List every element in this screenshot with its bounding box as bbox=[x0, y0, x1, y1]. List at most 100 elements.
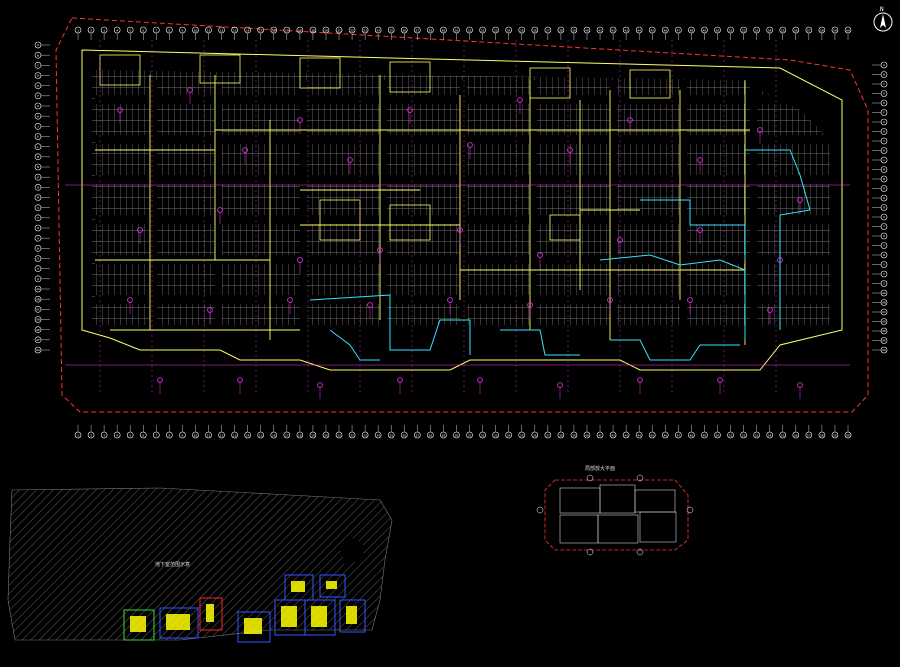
axis-bubble-label: 35 bbox=[520, 29, 524, 33]
north-arrow-icon: N bbox=[873, 6, 893, 32]
wall-lines bbox=[95, 54, 750, 345]
axis-bubble-label: 58 bbox=[820, 29, 824, 33]
axis-bubble-label: 27 bbox=[416, 29, 420, 33]
axis-bubble-label: U bbox=[37, 226, 39, 230]
dimension-lines bbox=[65, 40, 850, 399]
axis-bubble-label: 42 bbox=[611, 29, 615, 33]
axis-bubble-label: 20 bbox=[324, 434, 328, 438]
axis-bubble-label: N bbox=[37, 165, 39, 169]
drive-aisle-vertical bbox=[610, 80, 617, 325]
axis-bubble-label: 53 bbox=[755, 29, 759, 33]
core-outline bbox=[500, 329, 580, 356]
axis-bubble-label: AC bbox=[882, 310, 886, 314]
axis-bubble-label: 17 bbox=[285, 434, 289, 438]
unit-fill bbox=[206, 604, 214, 622]
dimension-bubble bbox=[717, 377, 723, 383]
axis-bubble-label: G bbox=[883, 120, 885, 124]
axis-bubble-label: E bbox=[37, 84, 39, 88]
axis-bubble-label: P bbox=[883, 187, 885, 191]
axis-bubble-label: 24 bbox=[376, 29, 380, 33]
axis-bubble-label: 21 bbox=[337, 434, 341, 438]
axis-bubble-label: 12 bbox=[220, 434, 224, 438]
axis-bubble-label: 54 bbox=[768, 29, 772, 33]
axis-bubble-label: 32 bbox=[481, 434, 485, 438]
axis-bubble-label: 40 bbox=[585, 29, 589, 33]
axis-bubble-label: 55 bbox=[781, 29, 785, 33]
axis-bubble-label: 59 bbox=[833, 29, 837, 33]
axis-bubble-label: K bbox=[883, 149, 885, 153]
axis-bubble-label: 51 bbox=[729, 434, 733, 438]
core-outline bbox=[599, 254, 746, 340]
site-hatch-area: 地下室范围示意 bbox=[7, 487, 393, 643]
axis-bubble-label: 19 bbox=[311, 434, 315, 438]
unit-fill bbox=[311, 606, 327, 627]
axis-bubble-label: AG bbox=[882, 348, 886, 352]
inset-boundary bbox=[544, 479, 689, 551]
axis-bubble-label: 12 bbox=[220, 29, 224, 33]
unit-outline bbox=[159, 607, 199, 639]
axis-bubble-label: 29 bbox=[442, 434, 446, 438]
unit-fill bbox=[326, 581, 337, 589]
axis-bubble-label: 1 bbox=[77, 29, 79, 33]
axis-bubble-label: 38 bbox=[559, 29, 563, 33]
axis-bubble-label: 8 bbox=[168, 29, 170, 33]
core-box bbox=[199, 54, 241, 84]
axis-bubble-label: 22 bbox=[350, 29, 354, 33]
axis-bubble-label: R bbox=[883, 206, 885, 210]
dimension-bubble bbox=[477, 377, 483, 383]
axis-bubble-label: AD bbox=[882, 320, 886, 324]
axis-bubble-label: 52 bbox=[742, 434, 746, 438]
axis-bubble-label: 46 bbox=[663, 434, 667, 438]
axis-bubble-label: AB bbox=[36, 297, 40, 301]
axis-bubble-label: 24 bbox=[376, 434, 380, 438]
axis-bubble-label: 59 bbox=[833, 434, 837, 438]
axis-bubble-label: 31 bbox=[468, 29, 472, 33]
axis-bubble-label: 52 bbox=[742, 29, 746, 33]
axis-bubble-label: 57 bbox=[807, 29, 811, 33]
hatch-area-note: 地下室范围示意 bbox=[155, 561, 190, 568]
axis-bubble-label: 44 bbox=[637, 434, 641, 438]
axis-bubble-label: X bbox=[883, 263, 885, 267]
axis-bubble-label: Y bbox=[883, 272, 885, 276]
inset-room bbox=[559, 487, 601, 514]
axis-bubble-label: 16 bbox=[272, 434, 276, 438]
axis-bubble-label: 35 bbox=[520, 434, 524, 438]
axis-bubble-label: H bbox=[37, 114, 39, 118]
axis-bubble-label: 10 bbox=[194, 29, 198, 33]
inset-axis-bubble bbox=[536, 506, 544, 514]
axis-bubble-label: 7 bbox=[155, 29, 157, 33]
axis-bubble-label: AB bbox=[882, 301, 886, 305]
axis-bubble-label: 26 bbox=[402, 29, 406, 33]
axis-bubble-label: 39 bbox=[572, 29, 576, 33]
drive-aisle-vertical bbox=[300, 80, 307, 325]
axis-bubble-label: 58 bbox=[820, 434, 824, 438]
axis-bubble-label: 56 bbox=[794, 29, 798, 33]
axis-bubble-label: C bbox=[883, 82, 885, 86]
axis-bubble-label: AE bbox=[882, 329, 886, 333]
axis-bubble-label: Z bbox=[883, 282, 885, 286]
axis-bubble-label: 47 bbox=[677, 434, 681, 438]
axis-bubble-label: 16 bbox=[272, 29, 276, 33]
axis-bubble-label: 27 bbox=[416, 434, 420, 438]
axis-bubble-label: 9 bbox=[182, 29, 184, 33]
axis-bubble-label: 31 bbox=[468, 434, 472, 438]
axis-bubble-label: 45 bbox=[650, 434, 654, 438]
axis-bubble-label: 10 bbox=[194, 434, 198, 438]
core-outline bbox=[610, 339, 740, 361]
axis-bubble-label: 4 bbox=[116, 434, 118, 438]
axis-bubble-label: 48 bbox=[690, 434, 694, 438]
axis-bubble-label: 11 bbox=[207, 29, 211, 33]
unit-fill bbox=[346, 606, 357, 624]
axis-bubble-label: F bbox=[37, 94, 39, 98]
inset-room bbox=[599, 484, 636, 514]
axis-bubble-label: 41 bbox=[598, 29, 602, 33]
axis-bubble-label: 43 bbox=[624, 434, 628, 438]
unit-dark-block bbox=[339, 537, 366, 566]
axis-bubble-label: 1 bbox=[77, 434, 79, 438]
inset-axis-bubble bbox=[636, 474, 644, 482]
axis-bubble-label: T bbox=[883, 225, 885, 229]
unit-outline bbox=[284, 574, 314, 601]
axis-bubble-label: 38 bbox=[559, 434, 563, 438]
